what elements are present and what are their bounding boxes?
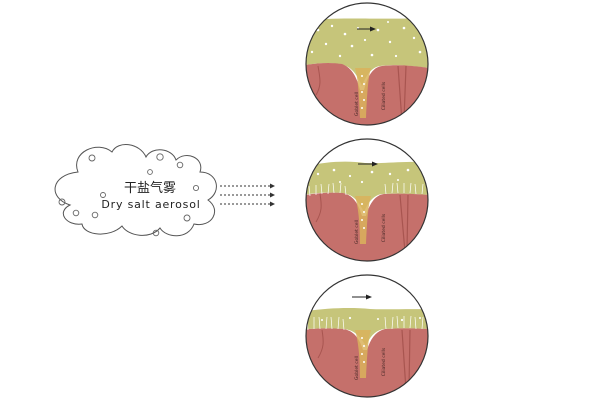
airway-section-3: Goblet cell Ciliated cells	[300, 270, 440, 400]
aerosol-cloud: 干盐气雾 Dry salt aerosol	[55, 145, 216, 236]
aerosol-label-en: Dry salt aerosol	[101, 198, 200, 211]
aerosol-label-cn: 干盐气雾	[124, 180, 176, 196]
ciliated-cells-label: Ciliated cells	[381, 213, 387, 242]
ciliated-cells-label: Ciliated cells	[381, 347, 387, 376]
goblet-cell-label: Goblet cell	[354, 220, 360, 244]
flow-arrowhead-2	[270, 193, 275, 198]
ciliated-cells-label: Ciliated cells	[381, 81, 387, 110]
goblet-cell-label: Goblet cell	[354, 356, 360, 380]
airway-section-1: Goblet cell Ciliated cells	[300, 0, 440, 130]
flow-arrowhead-1	[270, 184, 275, 189]
airway-section-2: Goblet cell Ciliated cells	[300, 135, 440, 265]
goblet-cell-label: Goblet cell	[354, 92, 360, 116]
flow-arrowhead-3	[270, 202, 275, 207]
aerosol-flow-arrows	[220, 184, 275, 207]
